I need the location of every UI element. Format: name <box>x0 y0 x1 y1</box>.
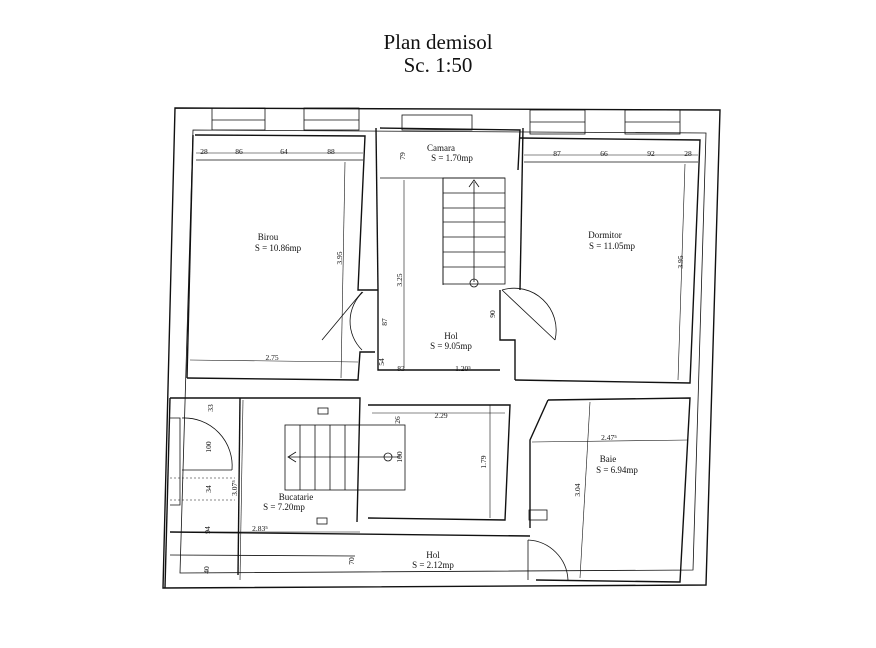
dim-buc-v4: 94 <box>203 526 212 534</box>
dim-birou-top-3: 64 <box>280 147 288 156</box>
room-hol-area: S = 9.05mp <box>430 341 472 351</box>
dim-buc-v5: 40 <box>202 566 211 574</box>
hol-walls <box>321 287 557 380</box>
dim-hol-v2: 87 <box>380 318 389 326</box>
lower-walls <box>164 397 691 589</box>
dim-hol-v1: 3.25 <box>395 273 404 286</box>
outer-walls <box>162 107 721 589</box>
dim-birou-height: 3.95 <box>335 251 344 264</box>
dim-buc-v1: 33 <box>206 404 215 412</box>
room-hol2-area: S = 2.12mp <box>412 560 454 570</box>
dim-birou-top-1: 28 <box>200 147 208 156</box>
upper-stairs <box>442 177 506 288</box>
room-camara-name: Camara <box>427 143 455 153</box>
dim-buc-v2: 100 <box>204 441 213 453</box>
dim-hol2-v: 70 <box>347 557 356 565</box>
dim-buc-v3: 34 <box>204 485 213 493</box>
dim-buc-width: 2.83⁵ <box>252 524 268 533</box>
dim-baie-width: 2.47⁵ <box>601 433 617 442</box>
birou-walls <box>186 127 379 381</box>
dim-buc-height: 3.07⁵ <box>230 480 239 496</box>
dim-camara-v: 79 <box>398 152 407 160</box>
room-bucatarie-name: Bucatarie <box>279 492 313 502</box>
room-birou-name: Birou <box>258 232 279 242</box>
top-windows <box>211 107 681 135</box>
dim-dormitor-height: 3.95 <box>676 255 685 268</box>
plan-title: Plan demisol <box>383 30 493 54</box>
room-baie-name: Baie <box>600 454 617 464</box>
room-camara-area: S = 1.70mp <box>431 153 473 163</box>
dim-birou-width: 2.75 <box>265 353 278 362</box>
room-birou-area: S = 10.86mp <box>255 243 302 253</box>
dim-dormitor-top-3: 92 <box>647 149 655 158</box>
dim-baie-height: 3.04 <box>573 483 582 496</box>
fixtures <box>316 407 548 525</box>
dormitor-walls <box>514 127 701 384</box>
dim-dormitor-top-2: 66 <box>600 149 608 158</box>
dim-birou-top-4: 88 <box>327 147 335 156</box>
dim-birou-top-2: 86 <box>235 147 243 156</box>
lower-stairs <box>284 424 406 491</box>
room-hol-name: Hol <box>444 331 458 341</box>
room-dormitor-name: Dormitor <box>588 230 622 240</box>
dim-dormitor-top-1: 87 <box>553 149 561 158</box>
dim-hol-h3: 1.20⁵ <box>455 364 471 373</box>
dim-hol-h2: 83 <box>397 364 405 373</box>
room-hol2-name: Hol <box>426 550 440 560</box>
dim-stair-v3: 1.79 <box>479 455 488 468</box>
dim-stair-v1: 26 <box>393 416 402 424</box>
dim-stair-width: 2.29 <box>434 411 447 420</box>
room-baie-area: S = 6.94mp <box>596 465 638 475</box>
dim-stair-v2: 100 <box>395 451 404 463</box>
dim-hol-v3: 90 <box>488 310 497 318</box>
dim-dormitor-top-4: 28 <box>684 149 692 158</box>
room-bucatarie-area: S = 7.20mp <box>263 502 305 512</box>
room-dormitor-area: S = 11.05mp <box>589 241 635 251</box>
dim-hol-h1: 54 <box>377 358 386 366</box>
plan-scale: Sc. 1:50 <box>403 53 473 77</box>
dimension-lines <box>170 152 698 581</box>
